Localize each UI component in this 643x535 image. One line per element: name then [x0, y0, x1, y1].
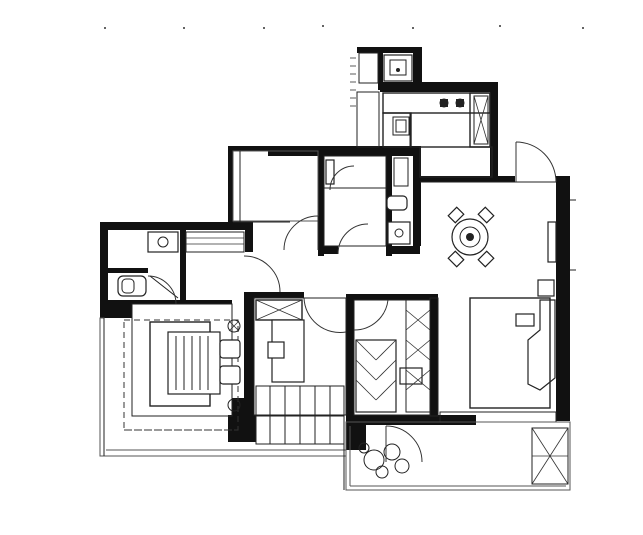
master-bedroom: [123, 303, 241, 431]
bedroom-2: [253, 297, 347, 445]
plants: [358, 442, 410, 479]
toilet-2: [117, 275, 147, 297]
windows: [103, 199, 576, 490]
doors: [147, 141, 557, 463]
bedroom-3: [353, 297, 439, 417]
vanity: [387, 221, 411, 245]
laundry: [350, 52, 413, 148]
left-balcony: [99, 317, 346, 457]
bed-3: [355, 339, 397, 413]
bathroom-1: [323, 155, 411, 247]
sofa: [515, 279, 556, 391]
kitchen-sink: [392, 116, 410, 136]
kitchen: [382, 92, 493, 178]
living-dining: [420, 181, 557, 423]
balcony: [345, 421, 571, 491]
exterior-walls: [100, 47, 570, 450]
dining-table: [447, 206, 495, 268]
sheet-marks: [104, 25, 584, 29]
toilet: [386, 195, 408, 211]
bathroom-2: [117, 231, 245, 299]
washbasin: [147, 231, 179, 253]
stove: [439, 98, 465, 108]
upper-room: [232, 150, 319, 223]
drying-rack: [350, 57, 356, 107]
master-bed: [167, 331, 221, 395]
